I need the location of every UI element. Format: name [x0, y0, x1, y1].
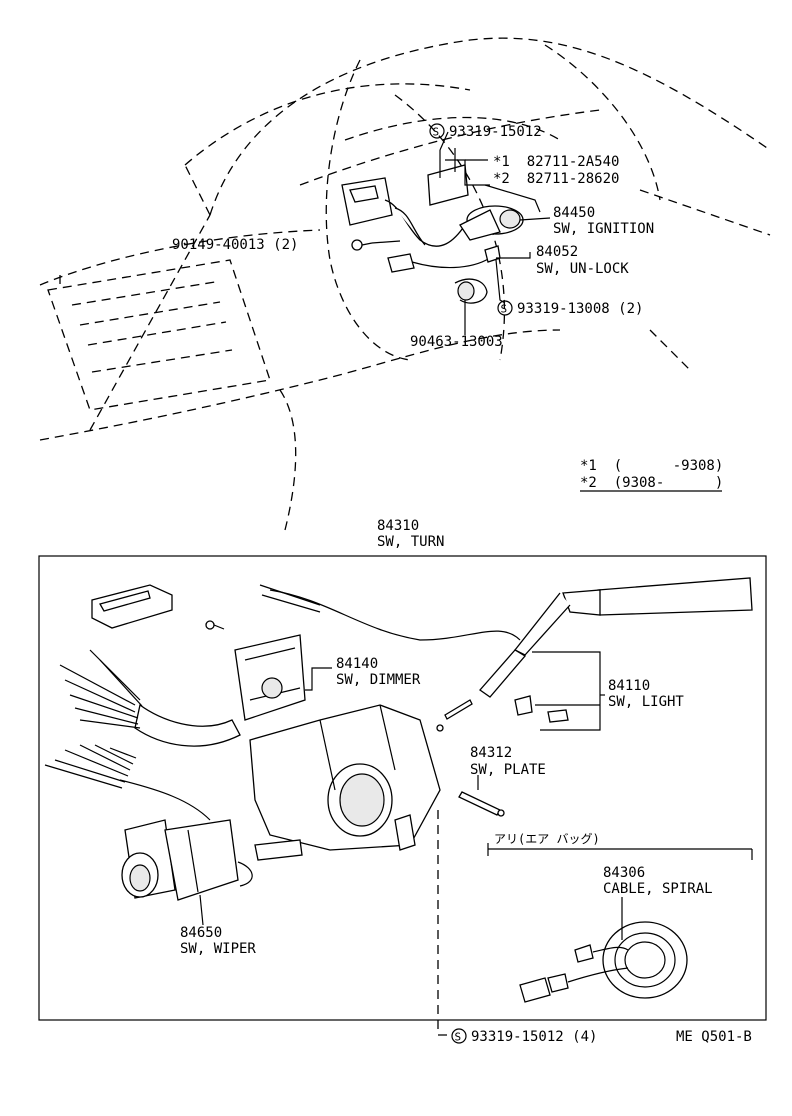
dashboard-outline [39, 37, 771, 531]
light-part-number: 84110 [608, 678, 650, 694]
drawing-code: ME Q501-B [676, 1029, 752, 1045]
clamp-label: 90463-13003 [410, 334, 503, 350]
bolt-bottom-label: 93319-15012 (4) [471, 1029, 597, 1045]
note1-part-label: *1 82711-2A540 [493, 154, 619, 170]
wiper-part-number: 84650 [180, 925, 222, 941]
turn-part-number: 84310 [377, 518, 419, 534]
spiral-cable-drawing [519, 921, 688, 1003]
dimmer-switch-drawing [59, 634, 306, 747]
spiral-part-number: 84306 [603, 865, 645, 881]
bolt-unlock-s-glyph: S [501, 303, 508, 316]
wiper-switch-drawing [44, 744, 253, 901]
ignition-switch-drawing [341, 148, 524, 304]
bolt-top-s-glyph: S [433, 126, 440, 139]
turn-switch-body-drawing [249, 704, 441, 861]
leader-lines-lower [199, 651, 753, 1036]
turn-switch-header: 84310 SW, TURN [377, 518, 444, 550]
unlock-part-number: 84052 [536, 244, 578, 260]
airbag-note: アリ(エア バッグ) [494, 832, 600, 846]
ignition-part-name: SW, IGNITION [553, 221, 654, 237]
legend-item-1: *1 ( -9308) [580, 458, 723, 474]
bolt-bottom-s-glyph: S [455, 1031, 462, 1044]
bolt-top-label: 93319-15012 [449, 124, 542, 140]
dimmer-part-name: SW, DIMMER [336, 672, 421, 688]
legend-item-2: *2 (9308- ) [580, 475, 723, 491]
plate-part-name: SW, PLATE [470, 762, 546, 778]
assembly-frame [38, 555, 767, 1021]
light-switch-lever-drawing [259, 577, 753, 732]
bolt-unlock-s-mark [497, 300, 513, 316]
light-part-name: SW, LIGHT [608, 694, 684, 710]
connector-top-left [91, 584, 225, 630]
bolt-bottom-s-mark [451, 1028, 467, 1044]
plate-switch-drawing [458, 791, 505, 817]
wiper-part-name: SW, WIPER [180, 941, 256, 957]
turn-part-name: SW, TURN [377, 534, 444, 550]
bolt-top-s-mark [429, 123, 445, 139]
bolt-unlock-label: 93319-13008 (2) [517, 301, 643, 317]
plate-part-number: 84312 [470, 745, 512, 761]
lower-labels: 84140 SW, DIMMER 84110 SW, LIGHT 84312 S… [180, 656, 752, 1045]
dimmer-part-number: 84140 [336, 656, 378, 672]
ignition-part-number: 84450 [553, 205, 595, 221]
unlock-part-name: SW, UN-LOCK [536, 261, 629, 277]
spiral-part-name: CABLE, SPIRAL [603, 881, 713, 897]
leader-lines-upper [371, 131, 551, 335]
note2-part-label: *2 82711-28620 [493, 171, 619, 187]
screw-label: 90149-40013 (2) [172, 237, 298, 253]
upper-labels: S 93319-15012 *1 82711-2A540 *2 82711-28… [172, 123, 654, 350]
legend: *1 ( -9308) *2 (9308- ) [580, 458, 723, 492]
